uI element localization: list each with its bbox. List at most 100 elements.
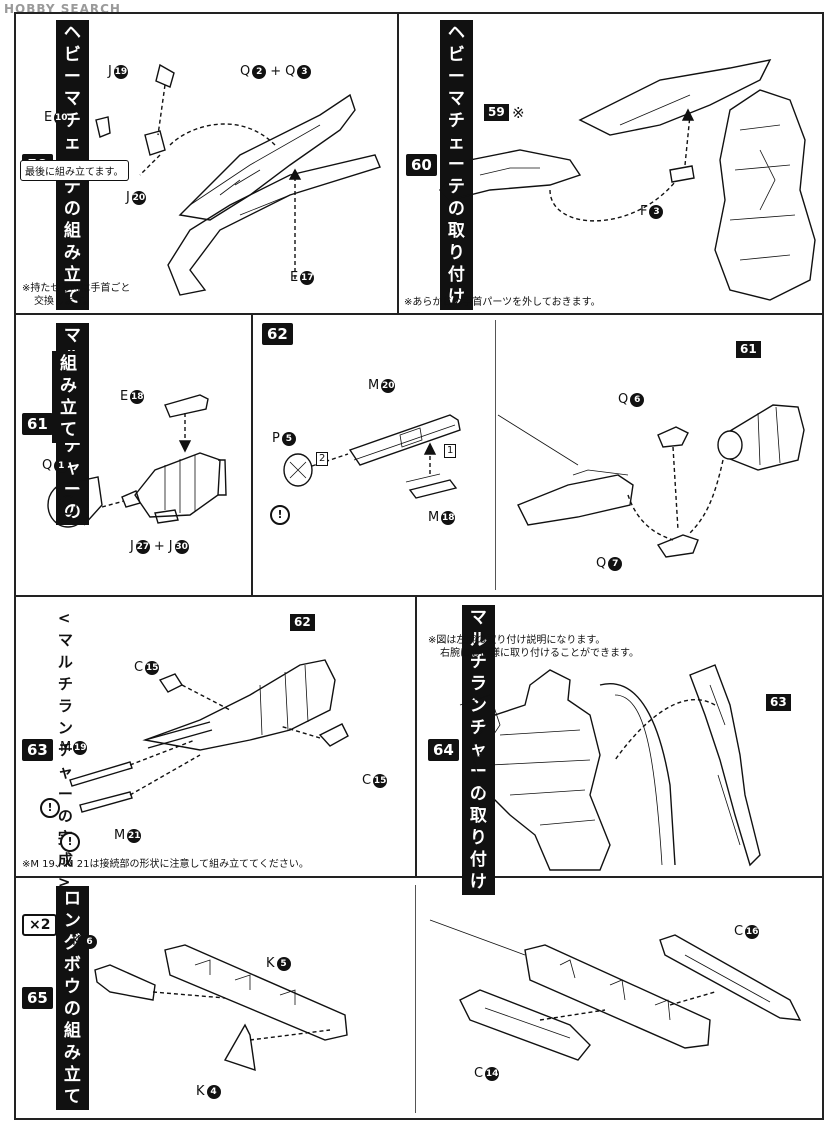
part-letter: M (60, 740, 72, 755)
warning-icon: ! (40, 798, 60, 818)
part-label-f3: F 3 (640, 204, 664, 219)
part-label-k5: K 5 (266, 956, 291, 971)
part-letter: J (108, 64, 112, 79)
part-letter: F (640, 204, 648, 219)
note-line: 交換します。 (34, 296, 93, 307)
frame-left (14, 12, 16, 1120)
part-number: 7 (608, 556, 623, 571)
ref-badge-59: 59 (484, 104, 509, 121)
step-63-header: 63 <マルチランチャーの完成> (22, 607, 75, 893)
part-label-c15-top: C 15 (134, 660, 160, 675)
part-number: 15 (373, 773, 388, 788)
step-65-header: 65 ロングボウの組み立て (22, 886, 89, 1110)
part-label-m21: M 21 (114, 828, 142, 843)
part-letter: E (44, 110, 53, 125)
part-label-k6: K 6 (72, 934, 97, 949)
part-letter: Q (618, 392, 629, 407)
machete-attach-drawing (439, 59, 816, 301)
plus-sign: + (270, 64, 282, 79)
part-letter: C (362, 773, 372, 788)
part-number: 10 (54, 110, 69, 125)
part-letter: C (474, 1066, 484, 1081)
step-62-header: 62 (262, 323, 293, 345)
step-65-number: 65 (22, 987, 53, 1009)
step-64-header: 64 マルチランチャーの取り付け (428, 605, 495, 895)
part-label-j19: J 19 (108, 64, 128, 79)
part-number: 21 (127, 828, 142, 843)
part-number: 20 (381, 378, 396, 393)
divider-row2 (14, 595, 824, 597)
part-number: 16 (745, 924, 760, 939)
step-65-title: ロングボウの組み立て (55, 886, 89, 1110)
machete-assembly-drawing (95, 63, 381, 296)
part-label-c15-bottom: C 15 (362, 773, 388, 788)
divider-col-row1 (397, 12, 399, 314)
part-number: 15 (145, 660, 160, 675)
part-letter: C (734, 924, 744, 939)
frame-top (14, 12, 824, 14)
divider-col-row3 (415, 595, 417, 877)
ref-mark: ※ (512, 104, 525, 122)
part-label-m19: M 19 (60, 740, 88, 755)
part-letter: K (266, 956, 275, 971)
part-letter: Q (240, 64, 251, 79)
note-line: 右腕にも同様に取り付けることができます。 (440, 648, 639, 659)
part-number: 30 (174, 539, 189, 554)
multilauncher-assembly-drawing (47, 394, 227, 528)
part-number: 18 (130, 389, 145, 404)
part-label-q2-q3: Q 2 + Q 3 (240, 64, 312, 79)
part-label-q7: Q 7 (596, 556, 623, 571)
frame-bottom (14, 1118, 824, 1120)
step-63-note: ※M 19、M 21は接続部の形状に注意して組み立ててください。 (22, 859, 309, 870)
part-letter: P (272, 431, 280, 446)
divider-col-row2 (251, 313, 253, 596)
step-62-number: 62 (262, 323, 293, 345)
order-box: 1 (444, 444, 457, 458)
part-label-k4: K 4 (196, 1084, 221, 1099)
part-letter: J (168, 539, 173, 554)
part-label-c16: C 16 (734, 924, 760, 939)
part-label-c14: C 14 (474, 1066, 500, 1081)
part-number: 18 (441, 510, 456, 525)
part-label-m20: M 20 (368, 378, 396, 393)
part-number: 14 (485, 1066, 500, 1081)
part-number: 6 (82, 934, 97, 949)
quantity-marker: ×2 (22, 914, 58, 936)
part-letter: J (130, 539, 134, 554)
assemble-last-callout: 最後に組み立てます。 (20, 160, 129, 181)
step-61-number: 61 (22, 413, 53, 435)
step-60-number: 60 (406, 154, 437, 176)
part-letter: M (368, 378, 380, 393)
part-letter: C (134, 660, 144, 675)
part-number: 3 (649, 204, 664, 219)
part-number: 19 (113, 64, 128, 79)
step-60-header: 60 ヘビーマチェーテの取り付け (406, 20, 473, 310)
part-letter: Q (596, 556, 607, 571)
part-number: 19 (73, 740, 88, 755)
note-line: ※持たせる時は手首ごと (22, 283, 131, 294)
part-label-j27-j30: J 27 + J 30 (130, 539, 189, 554)
step-61-title-line2: 組み立て (52, 351, 85, 443)
part-number: 27 (135, 539, 150, 554)
step-63-title: <マルチランチャーの完成> (57, 609, 73, 891)
launcher-combine-drawing (497, 404, 805, 558)
note-line: ※図は左腕の取り付け説明になります。 (428, 635, 606, 646)
part-number: 2 (252, 64, 267, 79)
part-label-m18: M 18 (428, 510, 456, 525)
ref-badge-61: 61 (736, 341, 761, 358)
part-label-p5: P 5 (272, 431, 296, 446)
part-letter: J (126, 190, 130, 205)
part-label-e10: E 10 (44, 110, 69, 125)
order-box: 2 (316, 452, 329, 466)
warning-icon: ! (270, 505, 290, 525)
part-letter: Q (42, 458, 53, 473)
part-letter: K (196, 1084, 205, 1099)
part-number: 5 (281, 431, 296, 446)
warning-icon: ! (60, 832, 80, 852)
ref-badge-63: 63 (766, 694, 791, 711)
part-label-e17: E 17 (290, 270, 315, 285)
step-63-number: 63 (22, 739, 53, 761)
part-number: 17 (300, 270, 315, 285)
step-60-title: ヘビーマチェーテの取り付け (439, 20, 473, 310)
